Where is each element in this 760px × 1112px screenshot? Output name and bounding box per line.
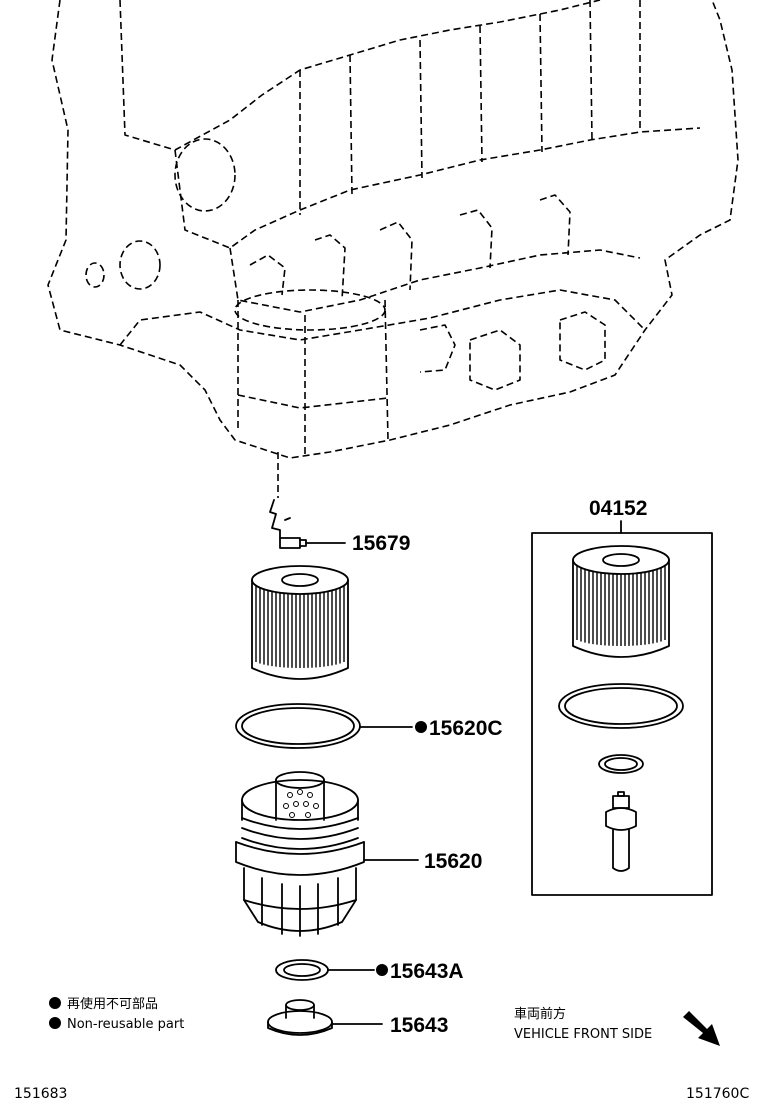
kit-drain-pipe [605,791,637,872]
ref-right: 151760C [686,1086,749,1102]
direction-japanese: 車両前方 [514,1006,566,1022]
engine-block-outline [47,0,739,459]
oil-filter-element [251,565,349,680]
legend: 再使用不可部品 Non-reusable part [49,996,184,1032]
legend-marker-japanese [49,997,61,1009]
kit-o-ring-large [558,683,684,729]
drain-plug-15643 [267,999,333,1036]
gasket-15643a [275,959,329,981]
label-15643: 15643 [390,1014,448,1037]
label-04152: 04152 [589,497,647,520]
label-15620c: 15620C [429,717,503,740]
legend-english: Non-reusable part [67,1017,184,1032]
kit-filter-element [572,545,670,658]
label-15620: 15620 [424,850,482,873]
ref-left: 151683 [14,1086,67,1102]
non-reusable-marker-15643a [376,964,388,976]
kit-o-ring-small [598,754,644,774]
kit-box-04152 [531,532,713,896]
direction-arrow-icon [683,1011,720,1046]
direction-english: VEHICLE FRONT SIDE [514,1027,652,1042]
o-ring-15620c [235,703,361,749]
legend-japanese: 再使用不可部品 [67,996,158,1012]
direction-indicator: 車両前方 VEHICLE FRONT SIDE [514,1006,720,1046]
label-15679: 15679 [352,532,410,555]
legend-marker-english [49,1017,61,1029]
oil-filter-cap-15620 [235,771,365,937]
label-15643a: 15643A [390,960,464,983]
non-reusable-marker-15620c [415,721,427,733]
drain-union-15679 [269,499,307,549]
